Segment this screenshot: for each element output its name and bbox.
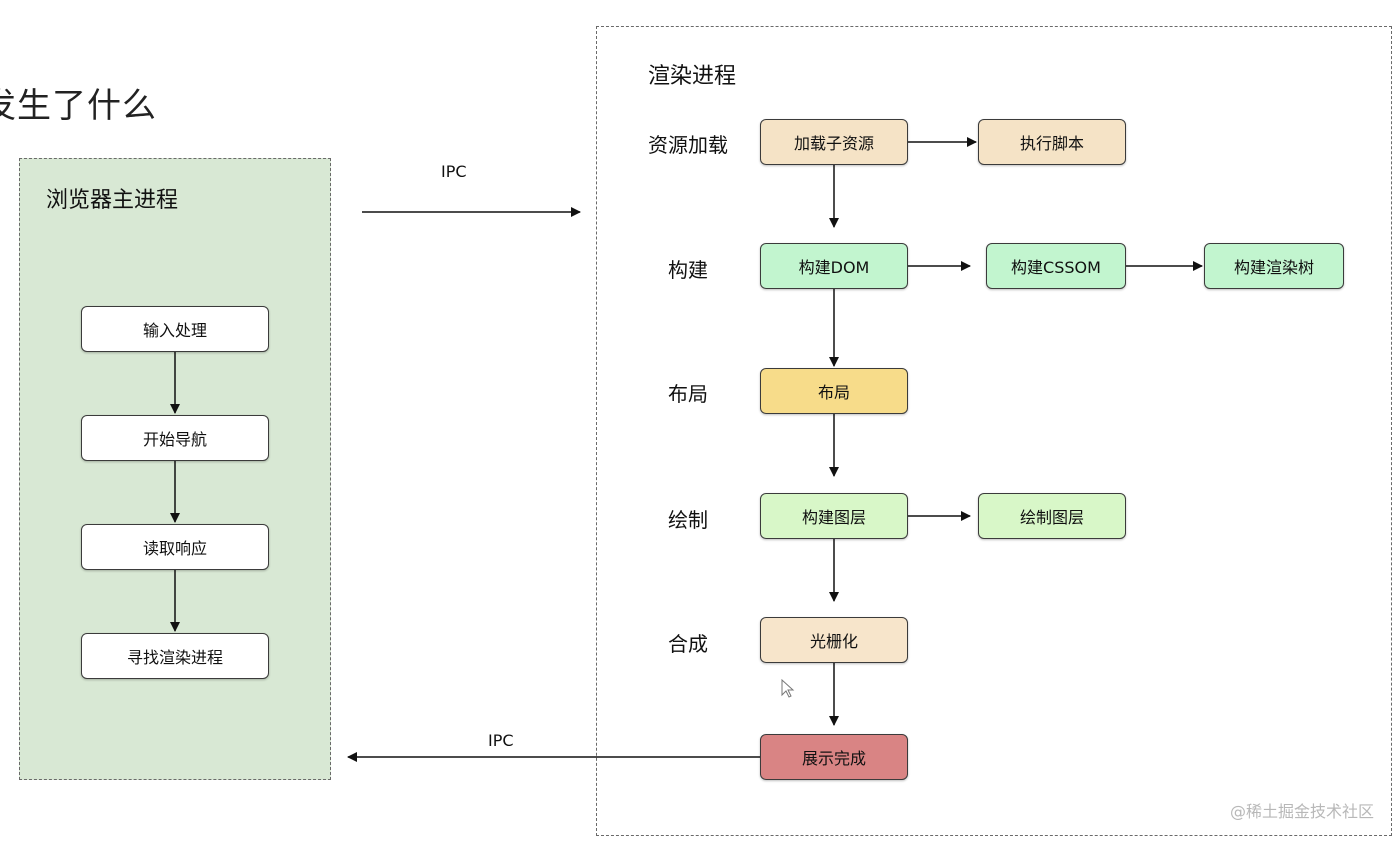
step-read-response: 读取响应 (81, 524, 269, 570)
node-build-dom: 构建DOM (760, 243, 908, 289)
node-display-done: 展示完成 (760, 734, 908, 780)
node-load-subresources: 加载子资源 (760, 119, 908, 165)
stage-label-layout: 布局 (668, 382, 708, 406)
node-run-scripts: 执行脚本 (978, 119, 1126, 165)
stage-label-build: 构建 (668, 258, 708, 282)
node-build-render-tree: 构建渲染树 (1204, 243, 1344, 289)
ipc-label-forward: IPC (441, 162, 467, 181)
main-process-title: 浏览器主进程 (46, 188, 179, 213)
step-find-renderer: 寻找渲染进程 (81, 633, 269, 679)
mouse-cursor-icon (781, 679, 795, 698)
render-process-title: 渲染进程 (648, 64, 737, 89)
watermark: @稀土掘金技术社区 (1229, 802, 1374, 821)
ipc-label-return: IPC (488, 731, 514, 750)
step-start-navigation: 开始导航 (81, 415, 269, 461)
step-input-handling: 输入处理 (81, 306, 269, 352)
stage-label-composite: 合成 (668, 632, 708, 656)
node-paint-layers: 绘制图层 (978, 493, 1126, 539)
node-build-layers: 构建图层 (760, 493, 908, 539)
stage-label-load: 资源加载 (648, 133, 728, 157)
node-rasterize: 光栅化 (760, 617, 908, 663)
node-layout: 布局 (760, 368, 908, 414)
node-build-cssom: 构建CSSOM (986, 243, 1126, 289)
page-title: 发生了什么 (0, 86, 157, 126)
stage-label-paint: 绘制 (668, 508, 708, 532)
